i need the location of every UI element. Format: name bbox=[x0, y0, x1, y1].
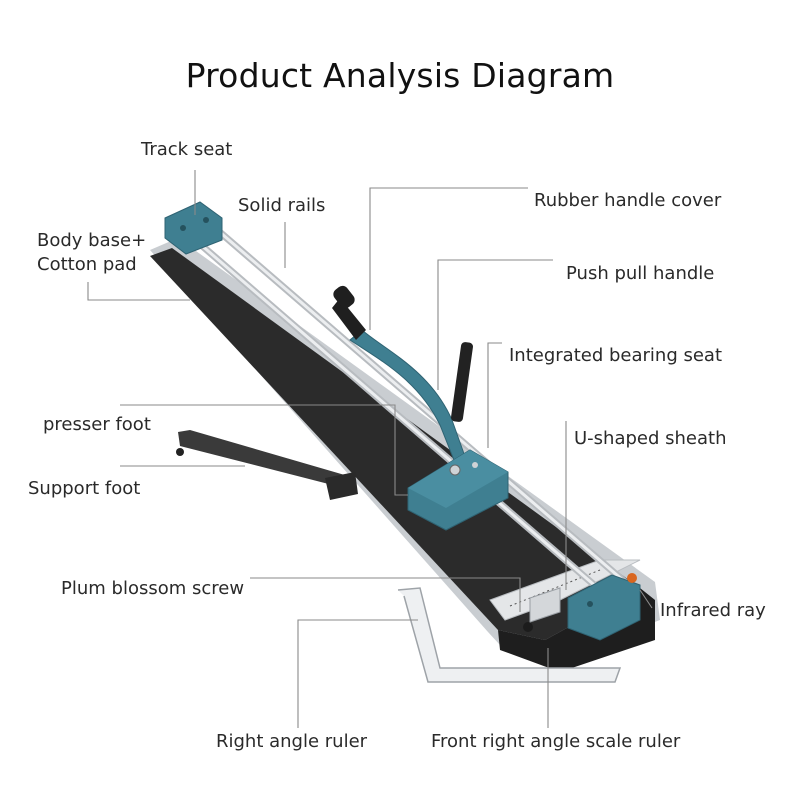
solid-rails-shape bbox=[174, 211, 629, 594]
support-foot-bar bbox=[178, 430, 355, 490]
leader-integrated-bearing-seat bbox=[487, 342, 502, 448]
leader-rubber-handle-cover bbox=[369, 187, 528, 330]
label-solid-rails: Solid rails bbox=[238, 195, 326, 216]
carriage-bolt bbox=[472, 462, 478, 468]
rail-back-highlight bbox=[176, 223, 602, 592]
infrared-lens bbox=[627, 573, 637, 583]
support-foot-end bbox=[325, 472, 358, 500]
leader-body-base bbox=[87, 282, 190, 301]
carriage-top bbox=[408, 450, 508, 508]
track-seat-bolt bbox=[180, 225, 186, 231]
label-body-base-line1: Body base+ bbox=[37, 230, 147, 251]
presser-foot-pad bbox=[176, 448, 184, 456]
front-end-seat bbox=[567, 574, 641, 641]
label-track-seat: Track seat bbox=[141, 139, 233, 160]
plum-screw-plate bbox=[529, 587, 561, 623]
leader-lines bbox=[87, 170, 653, 728]
label-plum-blossom-screw: Plum blossom screw bbox=[61, 578, 245, 599]
angle-ruler-body bbox=[397, 587, 622, 683]
rubber-grip bbox=[332, 298, 366, 340]
label-infrared-ray: Infrared ray bbox=[660, 600, 766, 621]
label-presser-foot: presser foot bbox=[43, 414, 151, 435]
leader-push-pull-handle bbox=[437, 259, 553, 390]
label-body-base-line2: Cotton pad bbox=[37, 254, 137, 275]
label-integrated-bearing-seat: Integrated bearing seat bbox=[509, 345, 723, 366]
label-support-foot: Support foot bbox=[28, 478, 141, 499]
label-push-pull-handle: Push pull handle bbox=[566, 263, 715, 284]
leader-infrared-ray bbox=[639, 589, 653, 609]
rail-front-highlight bbox=[198, 213, 627, 584]
track-seat-block bbox=[164, 201, 223, 255]
support-foot-shape bbox=[176, 430, 358, 500]
rubber-grip-end bbox=[333, 285, 355, 309]
front-end-block bbox=[523, 573, 641, 641]
cutter-carriage bbox=[332, 285, 509, 531]
right-angle-ruler-shape bbox=[397, 587, 622, 683]
track-seat-bolt bbox=[203, 217, 209, 223]
front-end-bolt bbox=[587, 601, 593, 607]
leader-plum-blossom-screw bbox=[250, 577, 521, 612]
label-rubber-handle-cover: Rubber handle cover bbox=[534, 190, 722, 211]
label-front-right-angle-scale-ruler: Front right angle scale ruler bbox=[431, 731, 681, 752]
label-right-angle-ruler: Right angle ruler bbox=[216, 731, 368, 752]
leader-presser-foot bbox=[120, 404, 408, 496]
lever bbox=[451, 342, 473, 422]
carriage-bolt bbox=[449, 464, 461, 476]
plum-blossom-screw-knob bbox=[523, 622, 533, 632]
diagram-title: Product Analysis Diagram bbox=[185, 56, 615, 95]
scale-plate bbox=[489, 559, 641, 621]
track-seat-shape bbox=[164, 201, 223, 255]
leader-right-angle-ruler bbox=[297, 619, 418, 728]
label-u-shaped-sheath: U-shaped sheath bbox=[574, 428, 727, 449]
